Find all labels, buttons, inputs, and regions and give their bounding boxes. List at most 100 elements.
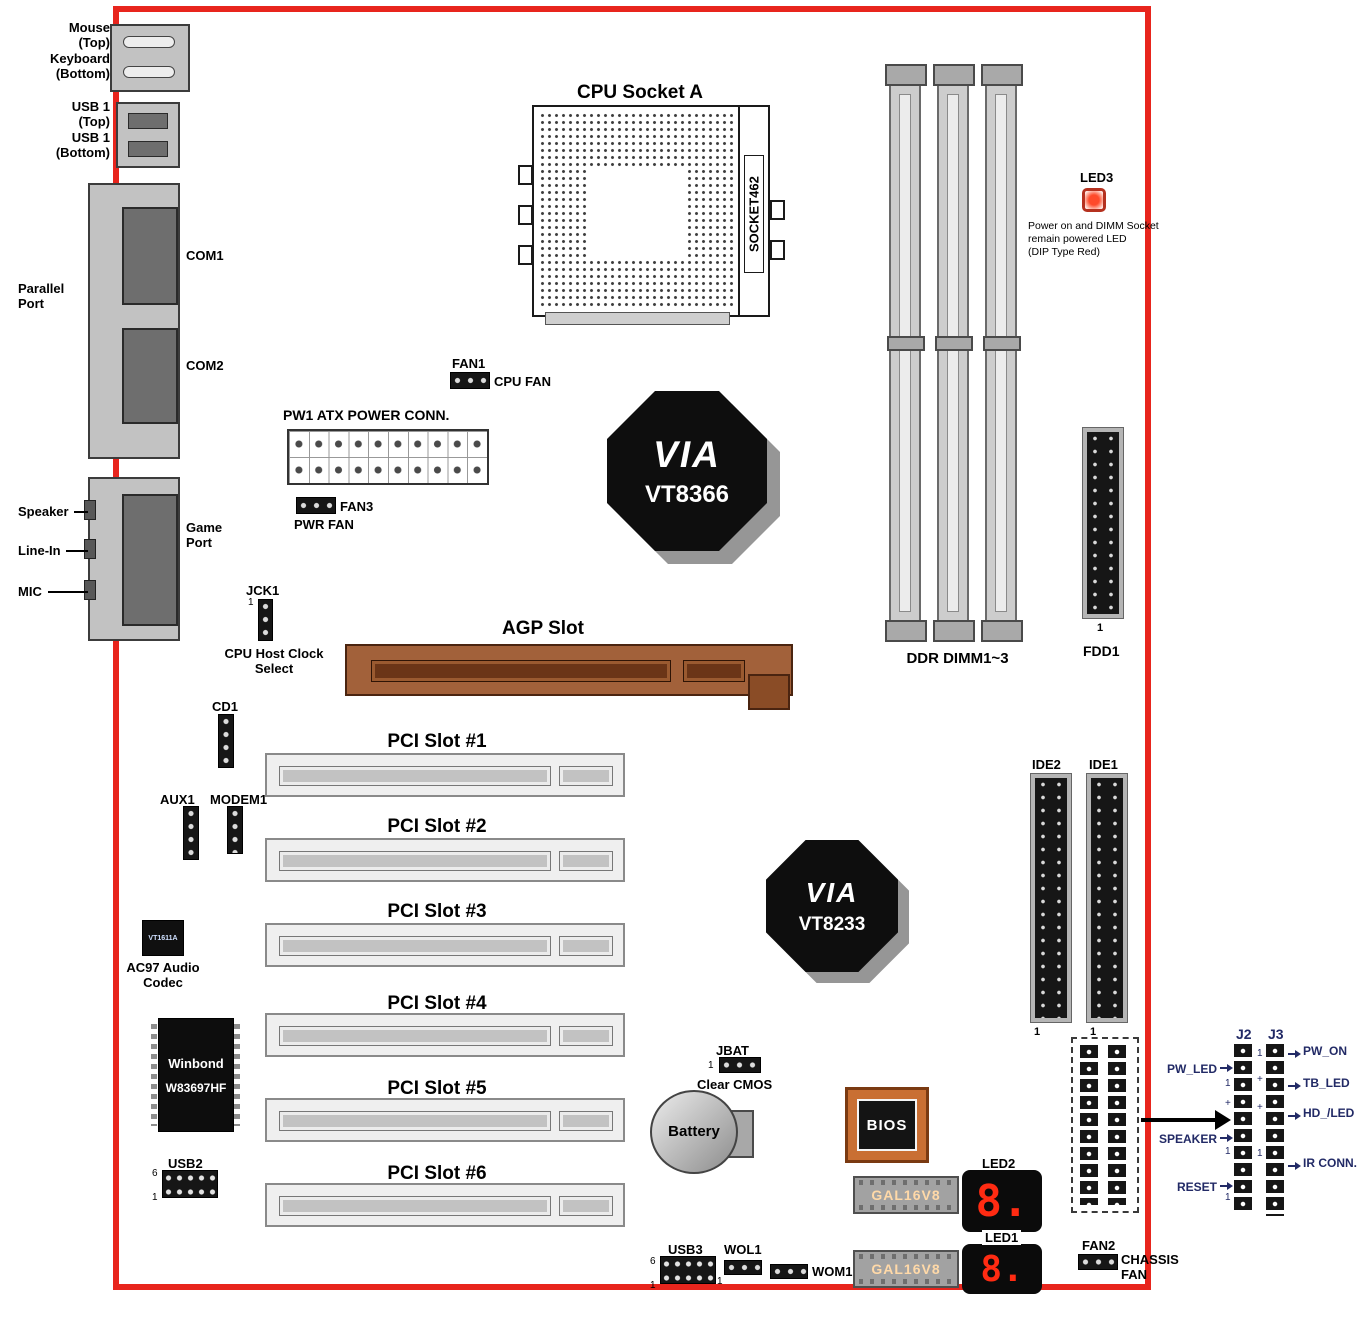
fan3-desc: PWR FAN bbox=[294, 517, 354, 532]
dimm-clip-top bbox=[981, 64, 1023, 86]
fp-pwled-arrow bbox=[1220, 1064, 1233, 1072]
super-io-brand: Winbond bbox=[168, 1055, 224, 1071]
line-in-jack bbox=[84, 539, 96, 559]
ide1-connector bbox=[1086, 773, 1128, 1023]
fp-hdled-label: HD_/LED bbox=[1303, 1106, 1355, 1120]
arrow-head bbox=[1227, 1182, 1233, 1190]
jbat-label: JBAT bbox=[716, 1043, 749, 1058]
atx-power-label: PW1 ATX POWER CONN. bbox=[283, 407, 450, 423]
northbridge-brand: VIA bbox=[653, 433, 721, 475]
cd1-connector bbox=[218, 714, 234, 768]
cpu-socket-marking: SOCKET462 bbox=[744, 155, 764, 273]
line-in-label: Line-In bbox=[18, 543, 61, 558]
mic-label: MIC bbox=[18, 584, 42, 599]
mic-jack bbox=[84, 580, 96, 600]
dimm-key bbox=[887, 336, 925, 351]
pci-slot-4-title: PCI Slot #4 bbox=[387, 993, 487, 1014]
fp-irconn-label: IR CONN. bbox=[1303, 1156, 1357, 1170]
pci-slot-segment bbox=[559, 1196, 613, 1216]
pci-slot-2 bbox=[265, 838, 625, 882]
usb3-pin1: 1 bbox=[650, 1280, 656, 1291]
dimm-key bbox=[935, 336, 973, 351]
bios-label: BIOS bbox=[866, 1116, 908, 1134]
fan1-connector bbox=[450, 372, 490, 389]
cpu-socket-tab bbox=[518, 205, 533, 225]
ide1-pin1: 1 bbox=[1090, 1026, 1097, 1038]
dimm-slot-2 bbox=[933, 64, 975, 642]
ide2-pin1: 1 bbox=[1034, 1026, 1041, 1038]
front-panel-header-col-1 bbox=[1080, 1045, 1098, 1205]
audio-codec-marking: VT1611A bbox=[148, 934, 178, 942]
atx-power-connector bbox=[287, 429, 489, 485]
bios-chip: BIOS bbox=[845, 1087, 929, 1163]
pci-slot-3-title: PCI Slot #3 bbox=[387, 901, 487, 922]
j3-pin1-marker-a: 1 bbox=[1257, 1048, 1263, 1059]
pci-slot-5-title: PCI Slot #5 bbox=[387, 1078, 487, 1099]
led3-icon bbox=[1082, 188, 1106, 212]
speaker-pointer-line bbox=[74, 511, 88, 513]
fan2-connector bbox=[1078, 1254, 1118, 1270]
usb2-pin6: 6 bbox=[152, 1168, 158, 1179]
fp-pwon-label: PW_ON bbox=[1303, 1044, 1348, 1058]
ps2-mouse-port bbox=[123, 36, 175, 48]
northbridge-model: VT8366 bbox=[644, 480, 730, 508]
j3-plus-marker-b: + bbox=[1257, 1102, 1263, 1113]
fdd-pin-field bbox=[1087, 432, 1119, 614]
arrow-head bbox=[1295, 1112, 1301, 1120]
pci-slot-2-title: PCI Slot #2 bbox=[387, 816, 487, 837]
audio-codec-chip: VT1611A bbox=[142, 920, 184, 956]
pci-slot-segment bbox=[559, 851, 613, 871]
modem1-label: MODEM1 bbox=[210, 792, 268, 807]
fdd-label: FDD1 bbox=[1083, 643, 1120, 659]
arrow-line bbox=[1288, 1053, 1295, 1055]
jck1-label: JCK1 bbox=[246, 583, 280, 598]
led2-display: 8. bbox=[962, 1170, 1042, 1232]
dimm-clip-bottom bbox=[933, 620, 975, 642]
fan3-connector bbox=[296, 497, 336, 514]
arrow-head bbox=[1227, 1134, 1233, 1142]
arrow-head bbox=[1295, 1050, 1301, 1058]
cpu-socket-tab bbox=[770, 240, 785, 260]
ps2-keyboard-port bbox=[123, 66, 175, 78]
game-port-label: Game Port bbox=[186, 520, 223, 551]
j2-label: J2 bbox=[1236, 1026, 1252, 1042]
fan1-label: FAN1 bbox=[452, 356, 486, 371]
pci-slot-segment bbox=[279, 1111, 551, 1131]
pci-slot-segment bbox=[279, 936, 551, 956]
northbridge-chip: VIA VT8366 bbox=[607, 391, 767, 551]
com2-connector bbox=[122, 328, 178, 424]
fp-pwon-arrow bbox=[1288, 1050, 1301, 1058]
jbat-pin1: 1 bbox=[708, 1060, 714, 1071]
parallel-port-label: Parallel Port bbox=[18, 281, 65, 312]
southbridge-model: VT8233 bbox=[798, 913, 866, 935]
ps2-label: Mouse (Top) Keyboard (Bottom) bbox=[50, 20, 110, 81]
pci-slot-segment bbox=[279, 851, 551, 871]
wol1-label: WOL1 bbox=[724, 1242, 762, 1257]
dimm-body bbox=[985, 76, 1017, 630]
j3-label: J3 bbox=[1268, 1026, 1284, 1042]
arrow-line bbox=[1220, 1067, 1227, 1069]
cpu-socket-tab bbox=[518, 165, 533, 185]
callout-arrow-head bbox=[1215, 1110, 1231, 1130]
ps2-connector bbox=[110, 24, 190, 92]
super-io-pins-left bbox=[151, 1024, 157, 1126]
fan3-label: FAN3 bbox=[340, 499, 374, 514]
jbat-jumper bbox=[719, 1057, 761, 1073]
pci-slot-4 bbox=[265, 1013, 625, 1057]
fp-reset-label: RESET bbox=[1176, 1180, 1217, 1194]
arrow-line bbox=[1288, 1085, 1295, 1087]
dimm-clip-bottom bbox=[885, 620, 927, 642]
pci-slot-6 bbox=[265, 1183, 625, 1227]
fp-tbled-label: TB_LED bbox=[1303, 1076, 1350, 1090]
super-io-model: W83697HF bbox=[165, 1080, 227, 1095]
pci-slot-segment bbox=[279, 1196, 551, 1216]
com1-connector bbox=[122, 207, 178, 305]
arrow-line bbox=[1220, 1185, 1227, 1187]
pci-slot-5 bbox=[265, 1098, 625, 1142]
usb3-connector bbox=[660, 1256, 716, 1284]
southbridge-brand: VIA bbox=[805, 876, 859, 908]
dimm-clip-top bbox=[885, 64, 927, 86]
com2-label: COM2 bbox=[186, 358, 224, 373]
dimm-key bbox=[983, 336, 1021, 351]
